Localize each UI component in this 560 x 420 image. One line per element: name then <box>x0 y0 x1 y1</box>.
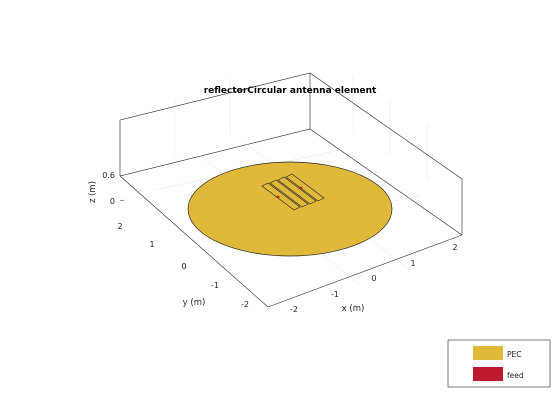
y-tick-label: 2 <box>117 222 122 231</box>
y-axis: 2 1 0 -1 -2 y (m) <box>117 222 249 309</box>
z-tick-label: 0 <box>110 197 115 206</box>
x-axis: -2 -1 0 1 2 x (m) <box>290 243 458 314</box>
dipole-exciter <box>261 173 325 211</box>
legend-label-pec: PEC <box>507 350 522 359</box>
z-axis: 0 0.6 z (m) <box>88 171 125 206</box>
legend-swatch-feed <box>473 367 503 381</box>
feed-point <box>276 195 280 199</box>
figure-title: reflectorCircular antenna element <box>204 86 377 96</box>
y-tick-label: -2 <box>241 300 249 309</box>
x-tick-label: 1 <box>410 259 415 268</box>
reflector-disc <box>187 161 393 257</box>
x-tick-label: 2 <box>452 243 457 252</box>
y-tick-label: -1 <box>211 281 219 290</box>
z-tick-label: 0.6 <box>102 171 115 180</box>
y-tick-label: 0 <box>181 262 186 271</box>
pec-reflector <box>187 161 393 257</box>
legend: PEC feed <box>447 339 551 388</box>
x-tick-label: -2 <box>290 305 298 314</box>
y-axis-label: y (m) <box>183 298 206 308</box>
y-tick-label: 1 <box>149 240 154 249</box>
legend-label-feed: feed <box>507 371 524 380</box>
z-axis-label: z (m) <box>88 181 98 203</box>
x-tick-label: -1 <box>331 290 339 299</box>
x-tick-label: 0 <box>371 274 376 283</box>
feed-point <box>299 186 303 190</box>
x-axis-label: x (m) <box>342 304 365 314</box>
feed-points <box>276 186 303 199</box>
legend-swatch-pec <box>473 346 503 360</box>
